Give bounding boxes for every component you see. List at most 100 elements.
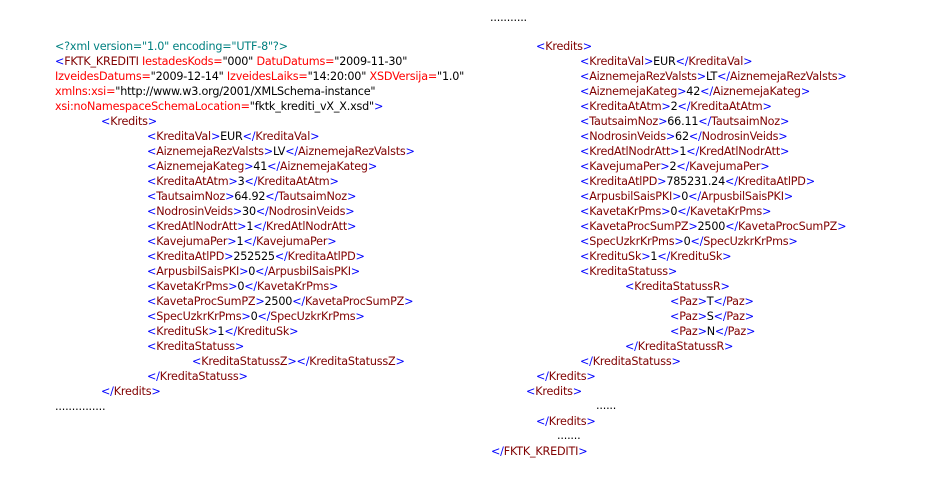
xml-bracket: < [147,160,157,173]
xml-tag-name: KavetaProcSumPZ [156,295,256,308]
xml-tag-name: TautsaimNoz [711,115,780,128]
xml-bracket: > [696,70,706,83]
xml-element: <NodrosinVeids>30</NodrosinVeids> [147,204,355,219]
xml-bracket: </ [292,295,305,308]
xml-tag-name: Kredits [548,370,587,383]
xml-tag-name: AiznemejaRezValsts [729,70,838,83]
xml-value: EUR [653,55,676,68]
xml-bracket: > [327,235,337,248]
xml-bracket: > [239,265,249,278]
xml-tag-name: AiznemejaKateg [589,85,678,98]
xml-bracket: < [580,100,590,113]
xml-bracket: </ [675,55,689,68]
xml-element: <ArpusbilSaisPKI>0</ArpusbilSaisPKI> [580,189,793,204]
xml-attribute-name: xmlns:xsi= [55,85,116,98]
xml-tag-name: KredituSk [156,325,209,338]
xml-bracket: < [625,280,635,293]
xml-bracket: > [805,175,815,188]
xml-tag-name: NodrosinVeids [268,205,346,218]
xml-element: <KredAtlNodrAtt>1</KredAtlNodrAtt> [147,219,356,234]
xml-tag-name: Kredits [110,115,148,128]
xml-value: "fktk_krediti_vX_X.xsd" [249,100,374,113]
xml-tag-name: KreditaAtAtm [690,100,763,113]
xml-tag-name: KredAtlNodrAtt [699,145,781,158]
xml-element: <Paz>N</Paz> [670,324,755,339]
xml-value: 1 [246,220,254,233]
xml-bracket: < [580,55,590,68]
xml-tag-name: KreditaStatuss [589,265,668,278]
xml-bracket: </ [536,415,549,428]
xml-bracket: > [347,220,357,233]
xml-tag-name: KavejumaPer [256,235,328,248]
xml-bracket: < [147,250,157,263]
xml-element: <KreditaAtlPD>252525</KreditaAtlPD> [147,249,365,264]
xml-tag-name: SpecUzkrKrPms [589,235,675,248]
xml-tag-name: KreditaAtAtm [257,175,330,188]
xml-bracket: > [232,205,243,218]
xml-value: 1 [217,325,225,338]
xml-bracket: > [697,295,707,308]
xml-bracket: < [147,265,157,278]
xml-bracket: > [722,250,732,263]
xml-value: 1 [679,145,687,158]
ellipsis: ...... [596,398,616,413]
xml-value: "http://www.w3.org/2001/XMLSchema-instan… [115,85,376,98]
xml-bracket: </ [244,280,257,293]
xml-tag-name: KavejumaPer [589,160,661,173]
ellipsis-text: ....... [557,429,581,442]
xml-bracket: > [724,340,734,353]
xml-bracket: < [670,310,680,323]
xml-attribute-name: XSDVersija= [369,70,438,83]
xml-tag-name: Paz [679,295,698,308]
root-attributes: IzveidesDatums="2009-12-14" IzveidesLaik… [55,69,464,84]
xml-bracket: > [697,310,707,323]
xml-tag-name: KreditaStatuss [156,340,235,353]
xml-element: </KreditaStatuss> [580,354,681,369]
xml-bracket: > [762,100,772,113]
xml-tag-name: KreditaStatussZ [309,355,396,368]
xml-bracket: </ [244,175,258,188]
xml-bracket: > [395,355,405,368]
xml-bracket: > [572,385,582,398]
kredits-close: </Kredits> [101,384,161,399]
xml-bracket: > [641,250,651,263]
xml-tag-name: KredAtlNodrAtt [156,220,238,233]
xml-bracket: < [580,220,590,233]
xml-bracket: > [670,145,680,158]
xml-element: <AiznemejaRezValsts>LT</AiznemejaRezVals… [580,69,847,84]
xml-bracket: </ [536,370,549,383]
kredits-close: </Kredits> [536,369,596,384]
xml-element: <KreditaStatussR> [625,279,730,294]
xml-bracket: < [147,220,157,233]
xml-tag-name: KreditaStatussZ [201,355,288,368]
xml-bracket: < [580,145,590,158]
xml-tag-name: KreditaStatussR [637,340,725,353]
xml-tag-name: KavetaKrPms [589,205,662,218]
xml-bracket: > [147,115,157,128]
xml-tag-name: KavejumaPer [156,235,228,248]
xml-bracket: < [101,115,111,128]
xml-tag-name: KreditaAtlPD [156,250,225,263]
xml-value: LT [705,70,718,83]
xml-bracket: > [346,190,357,203]
xml-bracket: > [374,100,384,113]
xml-tag-name: AiznemejaKateg [712,85,801,98]
xml-tag-name: TautsaimNoz [589,115,659,128]
xml-element: <KreditaVal>EUR</KreditaVal> [147,129,320,144]
xml-bracket: > [404,295,414,308]
xml-bracket: < [580,130,590,143]
kredits-close: </Kredits> [536,414,596,429]
xml-tag-name: ArpusbilSaisPKI [700,190,784,203]
xml-bracket: > [746,325,756,338]
xml-bracket: < [580,265,590,278]
xml-bracket: > [780,145,790,158]
ellipsis-text: ............... [55,400,106,413]
root-attributes: xsi:noNamespaceSchemaLocation="fktk_kred… [55,99,383,114]
xml-value: 41 [253,160,268,173]
xml-bracket: > [837,220,847,233]
xml-bracket: </ [713,295,727,308]
xml-bracket: </ [101,385,114,398]
xml-tag-name: NodrosinVeids [156,205,233,218]
xml-bracket: > [800,85,810,98]
xml-element: <TautsaimNoz>64.92</TautsaimNoz> [147,189,356,204]
